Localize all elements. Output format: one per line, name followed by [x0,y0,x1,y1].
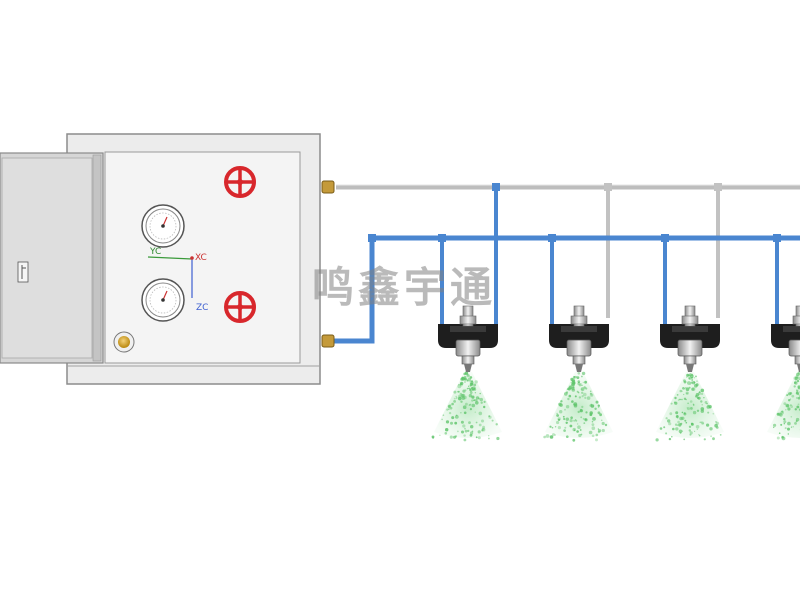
control-cabinet: YC XC ZC [0,133,321,385]
pipe-fittings [321,180,781,348]
water-main-pipe [334,235,800,344]
pressure-gauge-icon [141,204,185,248]
cabinet-door[interactable] [0,152,104,364]
axis-label-zc: ZC [196,303,208,313]
axis-label-xc: XC [195,253,207,263]
mist-spray [431,371,502,442]
indicator-lamp-icon [113,331,135,353]
spray-nozzle-icon [431,305,502,442]
axis-label-yc: YC [149,247,161,257]
red-handwheel-valve-icon[interactable] [224,291,256,323]
spray-nozzle-icon [767,305,800,441]
spray-nozzle-icon [655,305,724,442]
red-handwheel-valve-icon[interactable] [224,166,256,198]
cabinet-front-panel [104,151,301,364]
water-pipe-network [334,187,800,344]
air-outlet-fitting [321,180,335,194]
mist-spray [543,371,613,442]
mist-spray [767,371,800,441]
mist-spray [655,372,724,442]
water-outlet-fitting [321,334,335,348]
door-handle-icon[interactable] [17,261,29,283]
spray-nozzle-icon [543,305,613,442]
air-pipe-network [336,184,800,318]
nozzle-assemblies [431,305,800,442]
pressure-gauge-icon [141,278,185,322]
axis-triad: YC XC ZC [147,247,208,313]
